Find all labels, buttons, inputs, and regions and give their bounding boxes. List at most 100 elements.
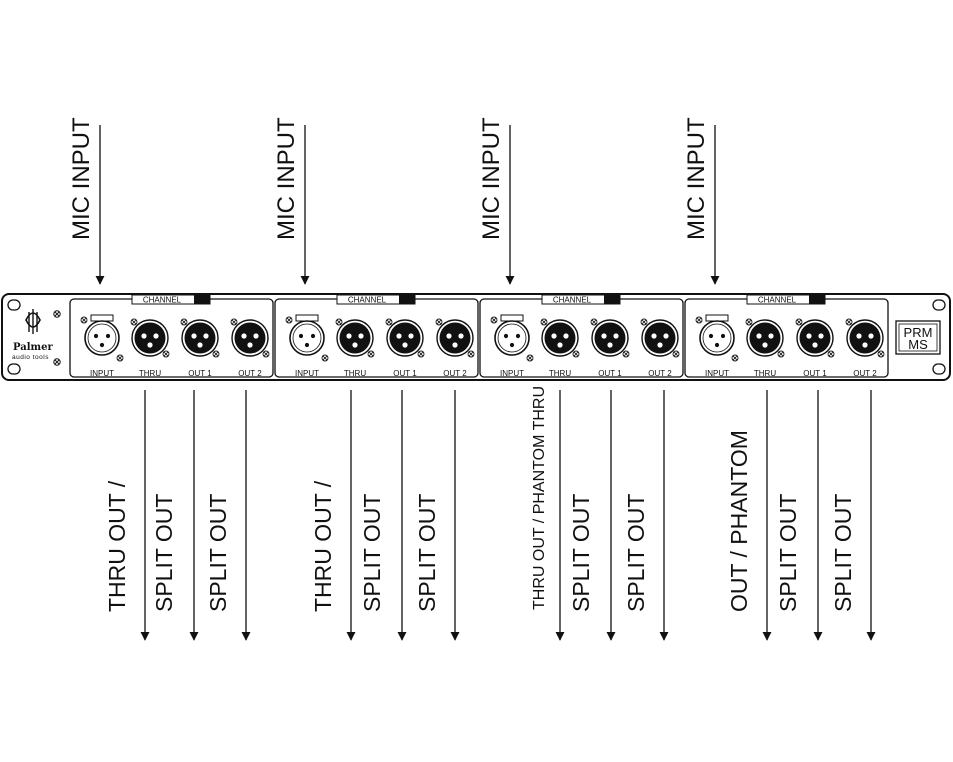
xlr-male-output-jack [385, 318, 425, 358]
channel-label: CHANNEL [758, 296, 797, 305]
channel-tag: CHANNEL [746, 294, 826, 305]
connector-label: INPUT [295, 369, 319, 378]
brand-subtitle: audio tools [12, 354, 49, 361]
channel-module: CHANNEL INPUT THRU OUT 1 OUT 2 [274, 294, 479, 378]
brand-logo: Palmer audio tools [12, 309, 53, 361]
screw-icon [162, 350, 170, 358]
screw-icon [212, 350, 220, 358]
screw-icon [845, 318, 853, 326]
output-label: SPLIT OUT [359, 494, 385, 612]
screw-icon [590, 318, 598, 326]
screw-icon [795, 318, 803, 326]
xlr-male-output-jack [845, 318, 885, 358]
screw-icon [180, 318, 188, 326]
xlr-male-output-jack [230, 318, 270, 358]
channel-tag: CHANNEL [336, 294, 416, 305]
mic-input-label: MIC INPUT [683, 117, 710, 240]
channel-tag: CHANNEL [131, 294, 211, 305]
xlr-male-output-jack [590, 318, 630, 358]
screw-icon [335, 318, 343, 326]
connector-label: OUT 2 [853, 369, 877, 378]
output-label: OUT / PHANTOM [726, 430, 752, 612]
screw-icon [695, 316, 703, 324]
model-badge: PRM MS [895, 320, 941, 355]
output-label: SPLIT OUT [623, 494, 649, 612]
screw-icon [877, 350, 885, 358]
connector-label: INPUT [705, 369, 729, 378]
model-line-2: MS [908, 337, 928, 352]
output-label: SPLIT OUT [151, 494, 177, 612]
xlr-female-input-jack [289, 314, 325, 356]
screw-icon [526, 354, 534, 362]
xlr-female-input-jack [84, 314, 120, 356]
xlr-male-output-jack [180, 318, 220, 358]
screw-icon [672, 350, 680, 358]
connector-label: OUT 1 [393, 369, 417, 378]
screw-icon [490, 316, 498, 324]
connector-label: OUT 1 [188, 369, 212, 378]
xlr-male-output-jack [640, 318, 680, 358]
screw-icon [827, 350, 835, 358]
connector-label: THRU [549, 369, 571, 378]
screw-icon [367, 350, 375, 358]
xlr-male-output-jack [745, 318, 785, 358]
output-label: SPLIT OUT [830, 494, 856, 612]
output-label: SPLIT OUT [414, 494, 440, 612]
connector-label: THRU [754, 369, 776, 378]
model-line-1: PRM [904, 325, 933, 340]
mic-input-label: MIC INPUT [68, 117, 95, 240]
channel-label: CHANNEL [348, 296, 387, 305]
output-label: THRU OUT / [104, 480, 130, 612]
xlr-male-output-jack [130, 318, 170, 358]
screw-icon [80, 316, 88, 324]
channel-modules: CHANNEL INPUT THRU OUT 1 OUT 2 CHANNEL INPUT TH… [69, 294, 889, 378]
rack-slot-icon [932, 363, 946, 375]
signal-arrows: MIC INPUT THRU OUT / SPLIT OUT SPLIT OUT MIC… [68, 117, 876, 641]
xlr-male-output-jack [435, 318, 475, 358]
connector-label: INPUT [90, 369, 114, 378]
connector-label: THRU [344, 369, 366, 378]
screw-icon [53, 310, 61, 318]
output-label: SPLIT OUT [775, 494, 801, 612]
connector-label: OUT 2 [238, 369, 262, 378]
connector-label: OUT 1 [803, 369, 827, 378]
screw-icon [640, 318, 648, 326]
screw-icon [285, 316, 293, 324]
screw-icon [230, 318, 238, 326]
connector-label: INPUT [500, 369, 524, 378]
screw-icon [435, 318, 443, 326]
channel-module: CHANNEL INPUT THRU OUT 1 OUT 2 [69, 294, 274, 378]
screw-icon [385, 318, 393, 326]
screw-icon [745, 318, 753, 326]
output-label: SPLIT OUT [568, 494, 594, 612]
rack-slot-icon [7, 299, 21, 311]
screw-icon [116, 354, 124, 362]
screw-icon [467, 350, 475, 358]
rack-slot-icon [7, 363, 21, 375]
connector-label: THRU [139, 369, 161, 378]
channel-label: CHANNEL [143, 296, 182, 305]
screw-icon [417, 350, 425, 358]
screw-icon [53, 358, 61, 366]
rack-slot-icon [932, 299, 946, 311]
xlr-female-input-jack [699, 314, 735, 356]
screw-icon [622, 350, 630, 358]
output-label: THRU OUT / PHANTOM THRU [531, 386, 548, 610]
xlr-female-input-jack [494, 314, 530, 356]
xlr-male-output-jack [795, 318, 835, 358]
channel-tag: CHANNEL [541, 294, 621, 305]
connector-label: OUT 2 [443, 369, 467, 378]
screw-icon [262, 350, 270, 358]
channel-module: CHANNEL INPUT THRU OUT 1 OUT 2 [684, 294, 889, 378]
mic-input-label: MIC INPUT [478, 117, 505, 240]
brand-name: Palmer [13, 342, 53, 353]
xlr-male-output-jack [335, 318, 375, 358]
channel-label: CHANNEL [553, 296, 592, 305]
xlr-male-output-jack [540, 318, 580, 358]
output-label: THRU OUT / [310, 480, 336, 612]
screw-icon [777, 350, 785, 358]
screw-icon [540, 318, 548, 326]
connector-label: OUT 2 [648, 369, 672, 378]
palmer-hand-icon [25, 312, 41, 328]
